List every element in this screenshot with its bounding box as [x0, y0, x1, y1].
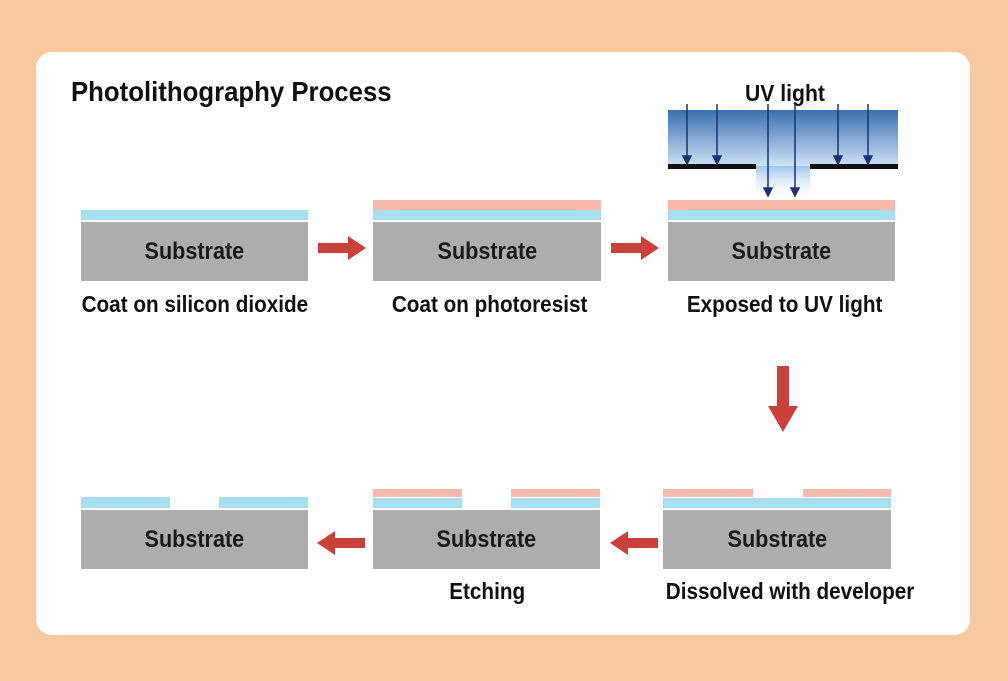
step5-oxide-left — [373, 498, 462, 508]
step5-photoresist-right — [511, 489, 600, 497]
step2-oxide-layer — [373, 210, 601, 220]
step3-oxide-layer — [668, 210, 895, 220]
step6-oxide-left — [81, 497, 170, 508]
arrow-right-2 — [611, 236, 659, 260]
step1-caption: Coat on silicon dioxide — [81, 291, 309, 317]
arrow-left-1 — [610, 531, 658, 555]
step4-substrate: Substrate — [663, 510, 891, 569]
step4-photoresist-left — [663, 489, 753, 497]
step6-substrate-label: Substrate — [144, 525, 245, 553]
arrow-down — [768, 366, 798, 432]
step6-substrate: Substrate — [81, 510, 308, 569]
uv-exposure-illustration — [668, 104, 898, 198]
uv-light-region — [668, 110, 898, 166]
arrow-right-1 — [318, 236, 366, 260]
step1-substrate-label: Substrate — [144, 237, 245, 265]
step5-substrate: Substrate — [373, 510, 600, 569]
photomask-right — [810, 164, 898, 169]
arrow-left-2 — [317, 531, 365, 555]
step6-oxide-right — [219, 497, 308, 508]
step2-substrate-label: Substrate — [437, 237, 537, 265]
step1-substrate: Substrate — [81, 222, 308, 281]
step1-oxide-layer — [81, 210, 308, 220]
step3-substrate-label: Substrate — [731, 237, 832, 265]
step3-photoresist-layer — [668, 200, 895, 210]
uv-light-label: UV light — [745, 80, 825, 106]
step2-photoresist-layer — [373, 200, 601, 210]
step4-substrate-label: Substrate — [727, 525, 827, 553]
step2-substrate: Substrate — [373, 222, 601, 281]
diagram-title: Photolithography Process — [71, 76, 392, 107]
step5-oxide-right — [511, 498, 600, 508]
step3-caption: Exposed to UV light — [687, 291, 883, 317]
photomask-left — [668, 164, 756, 169]
step3-substrate: Substrate — [668, 222, 895, 281]
uv-beam — [756, 166, 810, 198]
step4-photoresist-right — [803, 489, 891, 497]
step2-caption: Coat on photoresist — [392, 291, 588, 317]
step4-oxide-layer — [663, 498, 891, 508]
step5-photoresist-left — [373, 489, 462, 497]
step4-caption: Dissolved with developer — [665, 578, 915, 604]
step5-substrate-label: Substrate — [436, 525, 537, 553]
step5-caption: Etching — [449, 578, 526, 604]
